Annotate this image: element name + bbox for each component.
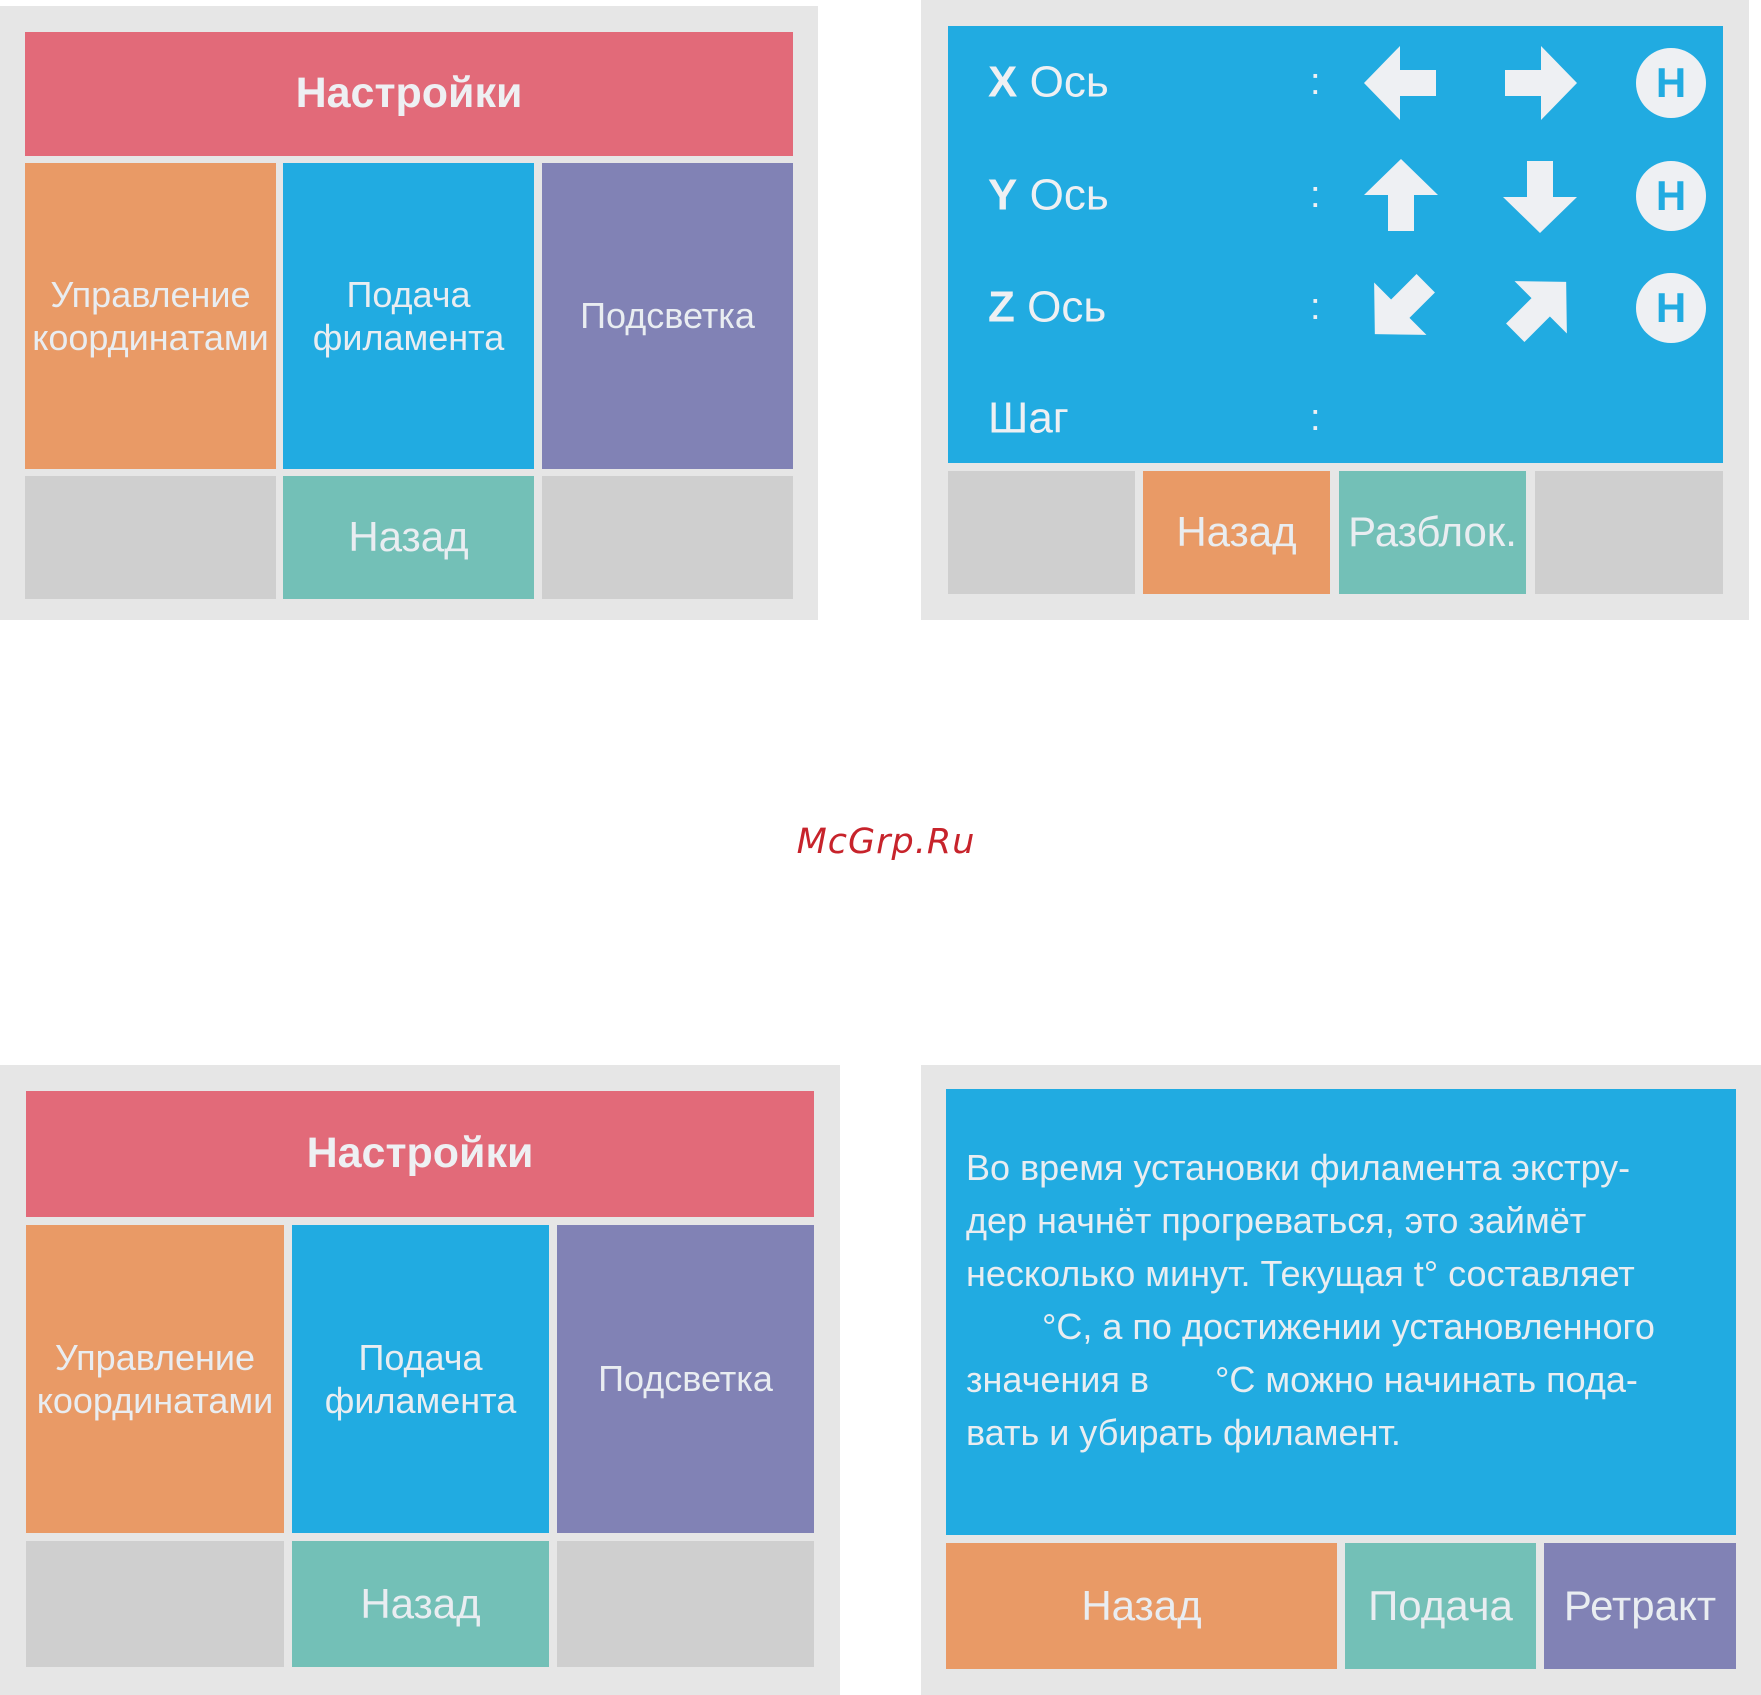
x-home-icon[interactable]: H [1636,48,1706,118]
back-button[interactable]: Назад [946,1543,1337,1669]
backlight-button[interactable]: Подсветка [557,1225,814,1533]
filament-feed-button[interactable]: Подача филамента [292,1225,549,1533]
axis-control-panel: X Ось : H Y Ось : H Z Ось : [921,0,1749,620]
empty-slot-left [26,1541,284,1667]
back-label: Назад [1081,1581,1202,1629]
filament-info-area: Во время установки филамента экстру- дер… [946,1089,1736,1535]
step-colon: : [1310,397,1321,440]
step-label: Шаг [988,393,1069,443]
filament-feed-button[interactable]: Подача филамента [283,163,534,469]
coord-control-button[interactable]: Управление координатами [25,163,276,469]
coord-control-label: Управление координатами [32,273,269,358]
arrow-up-icon[interactable] [1358,153,1444,239]
y-axis-label: Y Ось [988,170,1109,220]
settings-panel-bottom: Настройки Управление координатами Подача… [0,1065,840,1695]
watermark: McGrp.Ru [796,822,976,862]
filament-info-text: Во время установки филамента экстру- дер… [966,1141,1706,1459]
z-axis-row: Z Ось : H [948,263,1723,353]
unlock-label: Разблок. [1348,508,1517,556]
info-line: несколько минут. Текущая t° составляет [966,1253,1635,1294]
info-line: значения в°C можно начинать пода- [966,1359,1638,1400]
arrow-left-icon[interactable] [1358,40,1444,126]
arrow-down-icon[interactable] [1497,153,1583,239]
arrow-down-left-icon[interactable] [1358,265,1444,351]
settings-title: Настройки [26,1091,814,1217]
back-button[interactable]: Назад [1143,471,1330,594]
settings-panel-top: Настройки Управление координатами Подача… [0,6,818,620]
empty-slot-left [25,476,276,599]
step-row: Шаг : [948,374,1723,464]
unlock-button[interactable]: Разблок. [1339,471,1526,594]
back-button[interactable]: Назад [292,1541,549,1667]
arrow-up-right-icon[interactable] [1497,265,1583,351]
z-home-icon[interactable]: H [1636,273,1706,343]
filament-feed-label: Подача филамента [324,1336,517,1421]
info-line: Во время установки филамента экстру- [966,1147,1631,1188]
filament-info-panel: Во время установки филамента экстру- дер… [921,1065,1761,1695]
backlight-label: Подсветка [598,1358,773,1400]
back-label: Назад [360,1579,481,1627]
back-label: Назад [348,513,469,561]
arrow-right-icon[interactable] [1497,40,1583,126]
coord-control-button[interactable]: Управление координатами [26,1225,284,1533]
empty-slot-right [557,1541,814,1667]
settings-title: Настройки [25,32,793,156]
empty-slot-right [1535,471,1723,594]
x-axis-label: X Ось [988,57,1109,107]
info-line: вать и убирать филамент. [966,1412,1401,1453]
x-axis-row: X Ось : H [948,38,1723,128]
z-axis-label: Z Ось [988,282,1107,332]
feed-label: Подача [1368,1581,1513,1629]
x-axis-colon: : [1310,61,1321,104]
y-axis-row: Y Ось : H [948,151,1723,241]
backlight-label: Подсветка [580,295,755,337]
empty-slot [948,471,1135,594]
back-label: Назад [1176,508,1297,556]
axis-control-area: X Ось : H Y Ось : H Z Ось : [948,26,1723,463]
info-line: °C, а по достижении установленного [1042,1306,1655,1347]
retract-label: Ретракт [1563,1581,1717,1629]
y-home-icon[interactable]: H [1636,161,1706,231]
y-axis-colon: : [1310,174,1321,217]
z-axis-colon: : [1310,286,1321,329]
back-button[interactable]: Назад [283,476,534,599]
retract-button[interactable]: Ретракт [1544,1543,1736,1669]
feed-button[interactable]: Подача [1345,1543,1536,1669]
backlight-button[interactable]: Подсветка [542,163,793,469]
coord-control-label: Управление координатами [36,1336,274,1421]
empty-slot-right [542,476,793,599]
info-line: дер начнёт прогреваться, это займёт [966,1200,1587,1241]
filament-feed-label: Подача филамента [312,273,505,358]
